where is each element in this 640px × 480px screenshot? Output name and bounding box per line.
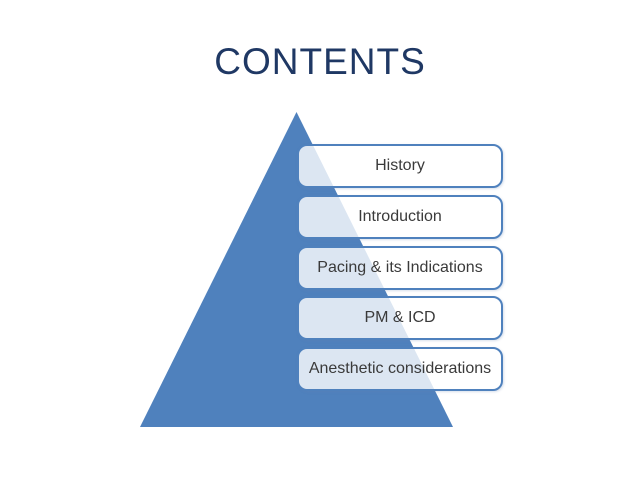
list-item-label: Pacing & its Indications <box>317 259 483 276</box>
list-item-label: Introduction <box>358 208 442 225</box>
list-item-label: History <box>375 157 425 174</box>
list-item-pacing-indications: Pacing & its Indications <box>297 246 503 290</box>
list-item-introduction: Introduction <box>297 195 503 239</box>
list-item-label: Anesthetic considerations <box>308 360 492 377</box>
list-item-history: History <box>297 144 503 188</box>
list-item-anesthetic-considerations: Anesthetic considerations <box>297 347 503 391</box>
list-item-pm-icd: PM & ICD <box>297 296 503 340</box>
slide-title: CONTENTS <box>214 41 426 82</box>
list-item-label: PM & ICD <box>364 309 436 326</box>
